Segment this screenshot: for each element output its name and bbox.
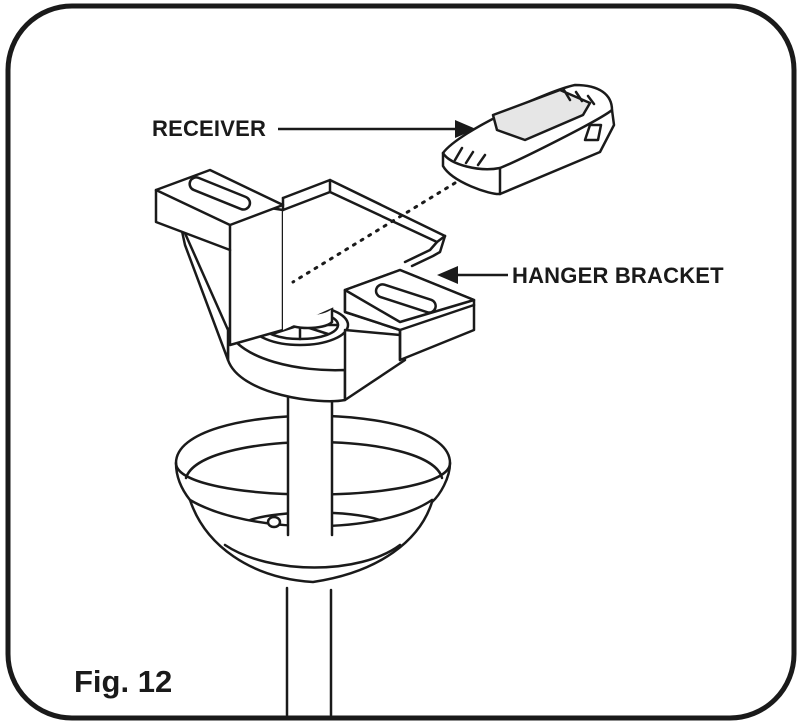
rounded-border (5, 3, 797, 721)
bracket-left-arm (154, 168, 285, 362)
figure-caption: Fig. 12 (74, 664, 173, 699)
bracket-right-arm (343, 268, 476, 402)
downrod-upper (286, 393, 334, 537)
receiver-compartment (281, 178, 447, 330)
receiver-label: RECEIVER (152, 116, 267, 141)
receiver (441, 83, 616, 196)
hanger-bracket-leader-arrow (437, 266, 508, 284)
hanger-bracket-label: HANGER BRACKET (512, 263, 724, 288)
downrod-lower (285, 586, 333, 717)
receiver-leader-arrow (278, 120, 476, 138)
